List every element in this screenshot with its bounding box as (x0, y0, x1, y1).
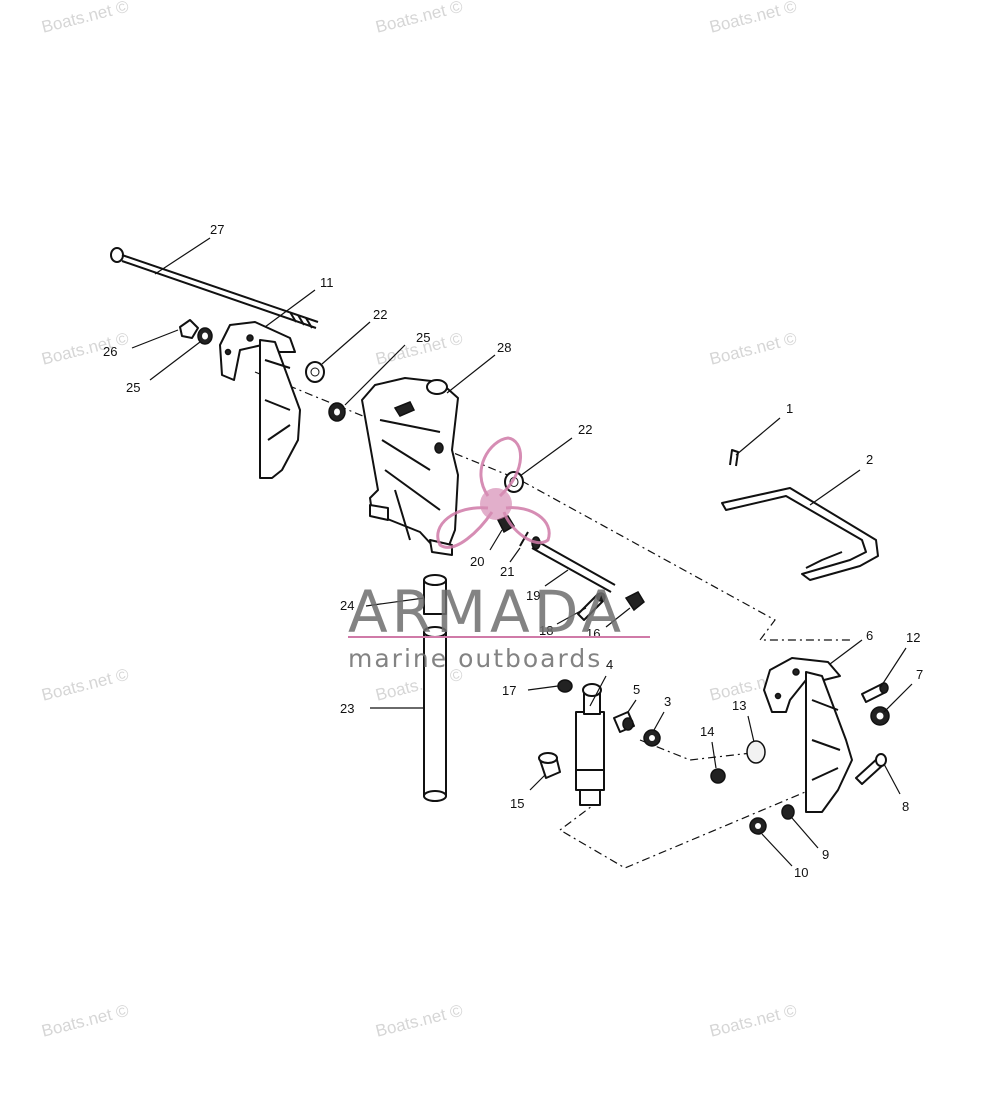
part-28-swivel-bracket (361, 377, 459, 556)
callout-21: 21 (500, 564, 514, 579)
part-24-bushing (423, 574, 447, 615)
part-22-washer-top (305, 361, 325, 383)
callout-labels: 27 11 26 25 22 25 28 22 1 2 20 21 19 18 … (103, 222, 923, 880)
callout-11: 11 (320, 275, 334, 290)
leader-lines (131, 237, 913, 867)
brand-name: ARMADA (348, 578, 626, 646)
brand-propeller-logo (436, 436, 551, 549)
callout-3: 3 (664, 694, 671, 709)
callout-22-top: 22 (373, 307, 387, 322)
callout-5: 5 (633, 682, 640, 697)
part-27-bolt (110, 247, 319, 329)
callout-13: 13 (732, 698, 746, 713)
brand-divider (348, 636, 650, 638)
part-13-washer (746, 740, 766, 764)
part-26-cap (179, 319, 199, 339)
part-3-nut (643, 729, 661, 747)
callout-17: 17 (502, 683, 516, 698)
callout-6: 6 (866, 628, 873, 643)
part-18-bolt (577, 592, 606, 621)
alignment-path (254, 371, 850, 641)
callout-4: 4 (606, 657, 613, 672)
part-25-nut-center (328, 402, 346, 422)
part-10-nut (749, 817, 767, 835)
callout-15: 15 (510, 796, 524, 811)
callout-19: 19 (526, 588, 540, 603)
callout-1: 1 (786, 401, 793, 416)
callout-14: 14 (700, 724, 714, 739)
callout-28: 28 (497, 340, 511, 355)
part-11-left-bracket (219, 321, 301, 479)
part-4-shock-absorber (575, 683, 605, 806)
part-2-rod (721, 487, 879, 581)
part-12-bolt (861, 682, 889, 703)
callout-8: 8 (902, 799, 909, 814)
callout-7: 7 (916, 667, 923, 682)
part-9-washer (781, 804, 795, 820)
part-1-clip (729, 449, 739, 467)
part-17-nut (557, 679, 573, 693)
callout-24: 24 (340, 598, 354, 613)
part-5-spacer (613, 711, 635, 733)
alignment-path (558, 789, 811, 869)
callout-2: 2 (866, 452, 873, 467)
callout-25-left: 25 (126, 380, 140, 395)
callout-26: 26 (103, 344, 117, 359)
callout-22-right: 22 (578, 422, 592, 437)
part-8-bolt (855, 753, 887, 785)
callout-25-center: 25 (416, 330, 430, 345)
part-14-nut (710, 768, 726, 784)
part-25-nut-left (197, 327, 213, 345)
part-16-nut (624, 591, 645, 612)
callout-27: 27 (210, 222, 224, 237)
part-6-right-bracket (763, 657, 853, 813)
part-15-cap (538, 752, 561, 779)
callout-10: 10 (794, 865, 808, 880)
brand-tagline: marine outboards (348, 644, 603, 673)
callout-18: 18 (539, 623, 553, 638)
callout-9: 9 (822, 847, 829, 862)
callout-20: 20 (470, 554, 484, 569)
callout-12: 12 (906, 630, 920, 645)
callout-23: 23 (340, 701, 354, 716)
part-21-pin (519, 531, 529, 547)
